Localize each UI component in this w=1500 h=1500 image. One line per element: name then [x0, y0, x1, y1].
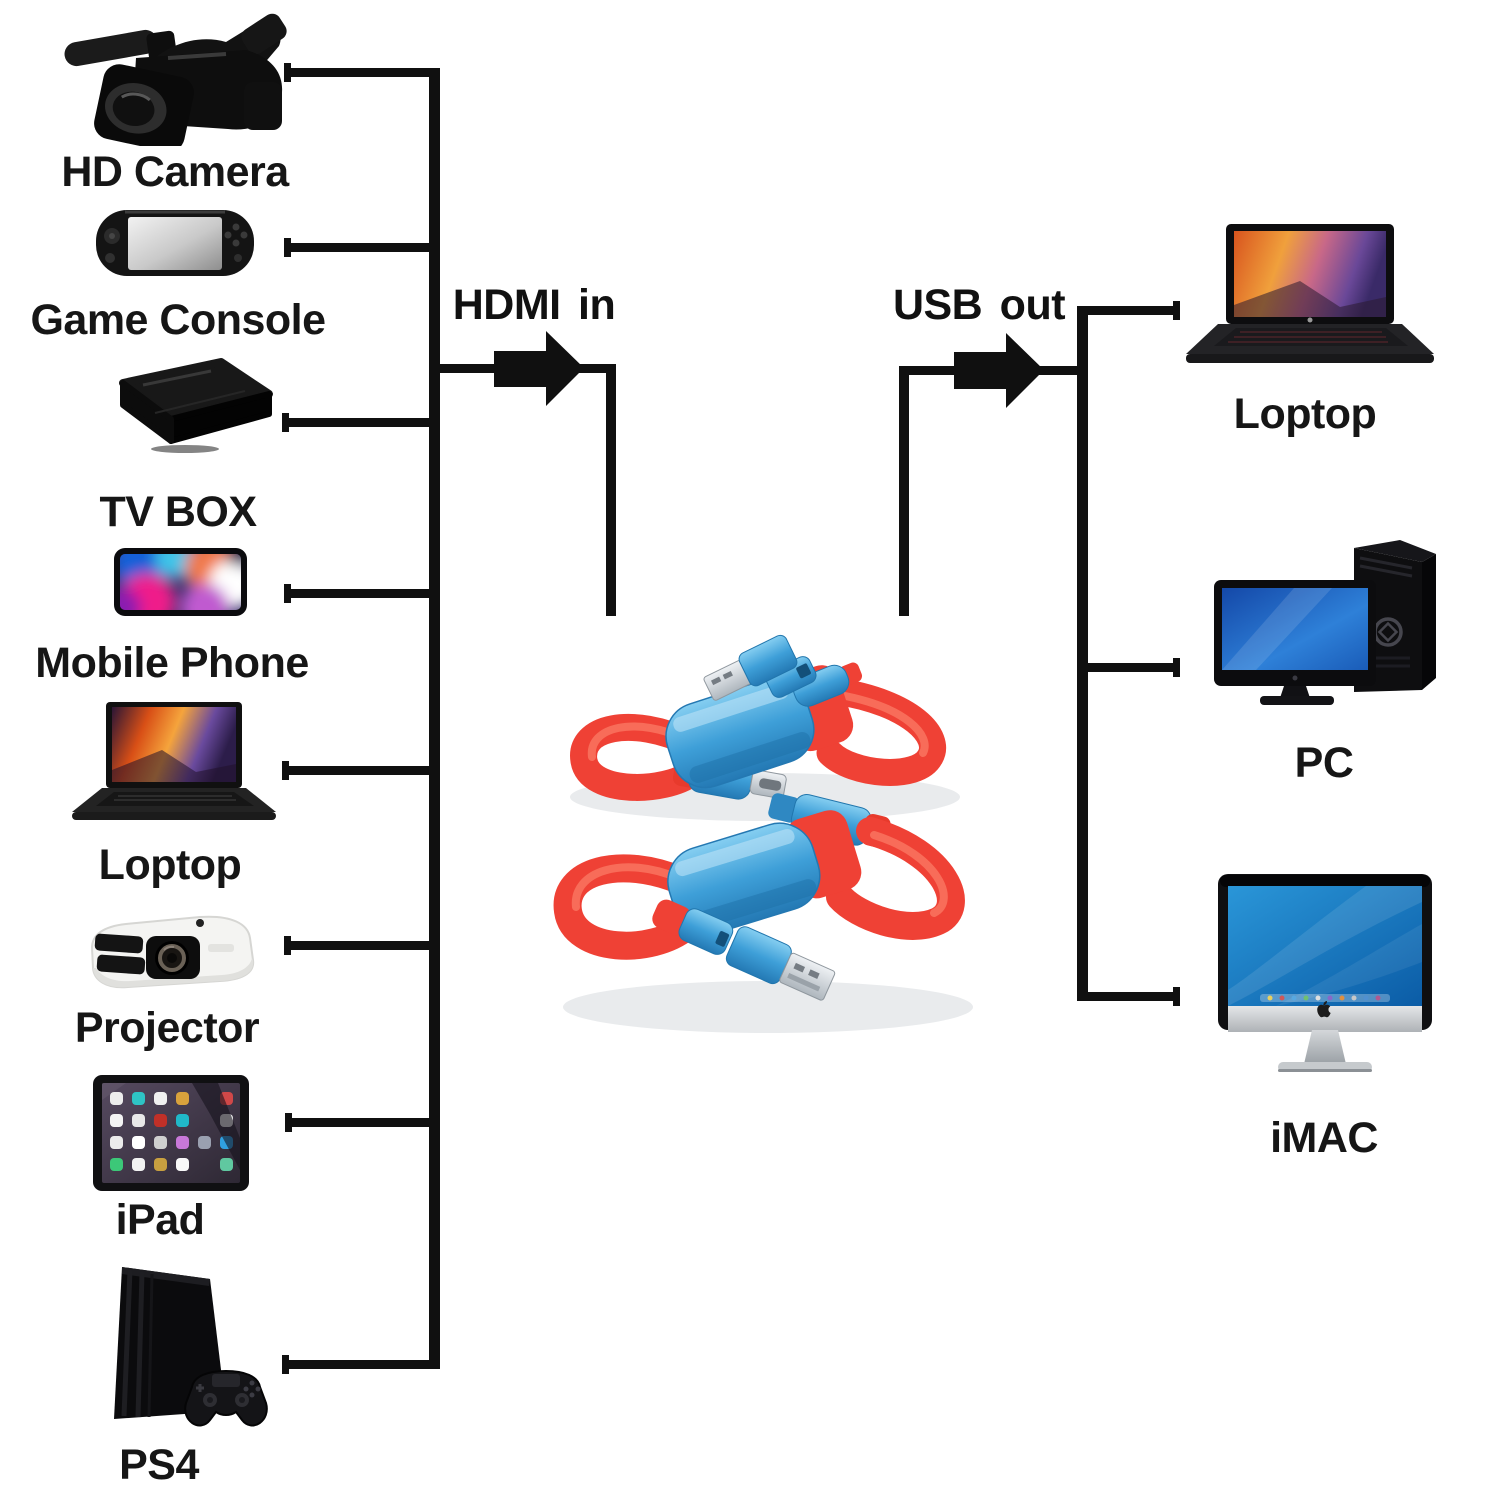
right-bus-line [1077, 306, 1088, 1001]
game-console-icon [95, 205, 255, 281]
laptop-icon [72, 702, 277, 827]
tv-box-icon [85, 357, 280, 472]
imac-icon [1216, 872, 1434, 1080]
projector-label: Projector [74, 1004, 260, 1052]
ps4-label: PS4 [119, 1441, 199, 1489]
imac-label: iMAC [1270, 1114, 1378, 1162]
product-image [540, 615, 1010, 1055]
usb-arrow [899, 333, 1080, 616]
ps4-icon [92, 1253, 282, 1438]
laptop-right-icon [1182, 224, 1434, 371]
pc-label: PC [1294, 739, 1354, 787]
mobile-phone-icon [113, 546, 248, 618]
adapter-unit-1 [570, 634, 946, 801]
game-console-label: Game Console [30, 296, 326, 344]
left-bus-line [429, 68, 440, 1369]
ipad-label: iPad [115, 1196, 205, 1244]
mobile-phone-label: Mobile Phone [35, 639, 309, 687]
hdmi-arrow [440, 331, 616, 616]
hdmi-in-label: HDMI in [452, 281, 616, 329]
ipad-icon [92, 1074, 250, 1192]
tv-box-label: TV BOX [99, 488, 257, 536]
adapter-unit-2 [553, 793, 965, 1001]
pc-icon [1204, 538, 1446, 706]
hd-camera-icon [48, 6, 288, 146]
usb-out-label: USB out [892, 281, 1066, 329]
hd-camera-label: HD Camera [61, 148, 289, 196]
laptop-right-label: Loptop [1233, 390, 1377, 438]
projector-icon [82, 912, 257, 994]
laptop-label: Loptop [98, 841, 242, 889]
